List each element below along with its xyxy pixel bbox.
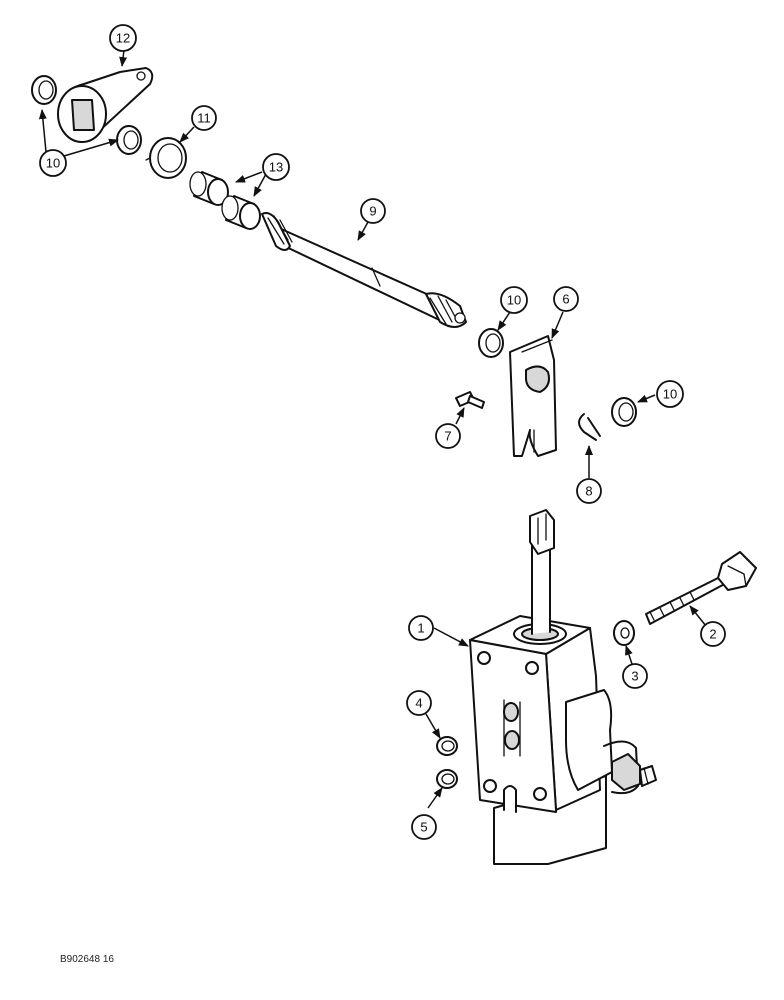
small-bolt-part: [455, 391, 485, 409]
callout-11: 11: [191, 105, 217, 131]
callout-9: 9: [360, 198, 386, 224]
svg-text:7: 7: [444, 429, 451, 444]
svg-text:10: 10: [46, 156, 60, 171]
seal-part: [145, 137, 187, 179]
svg-text:10: 10: [663, 387, 677, 402]
valve-housing-part: [469, 615, 657, 865]
callout-13: 13: [262, 153, 290, 181]
callout-3: 3: [622, 663, 648, 689]
callout-5: 5: [411, 814, 437, 840]
svg-text:9: 9: [369, 204, 376, 219]
long-bolt-part: [645, 551, 757, 625]
svg-text:8: 8: [585, 484, 592, 499]
callout-10a: 10: [39, 149, 67, 177]
figure-reference-code: B902648 16: [60, 954, 114, 965]
callout-7: 7: [435, 423, 461, 449]
bearing-part: [189, 171, 229, 206]
svg-text:3: 3: [631, 669, 638, 684]
washer-part: [613, 620, 635, 646]
svg-text:2: 2: [709, 627, 716, 642]
callout-10b: 10: [500, 286, 528, 314]
callout-10c: 10: [656, 380, 684, 408]
bearing-part: [221, 195, 261, 230]
steering-arm-part: [57, 67, 154, 143]
svg-text:5: 5: [420, 820, 427, 835]
svg-text:4: 4: [415, 696, 422, 711]
cotter-pin-part: [578, 413, 601, 441]
splined-shaft-part: [261, 212, 467, 328]
callout-6: 6: [553, 286, 579, 312]
callout-2: 2: [700, 621, 726, 647]
snap-ring-part: [31, 75, 57, 105]
snap-ring-part: [611, 397, 637, 427]
valve-spool-stem: [529, 509, 555, 635]
snap-ring-part: [116, 125, 142, 155]
o-ring-part: [436, 736, 458, 756]
svg-text:12: 12: [116, 31, 130, 46]
leader-lines: [38, 49, 707, 809]
svg-text:10: 10: [507, 293, 521, 308]
lever-plate-part: [509, 335, 557, 457]
svg-text:1: 1: [417, 621, 424, 636]
svg-text:13: 13: [269, 160, 283, 175]
callout-12: 12: [109, 24, 137, 52]
svg-text:6: 6: [562, 292, 569, 307]
callout-4: 4: [406, 690, 432, 716]
svg-text:11: 11: [197, 111, 211, 126]
snap-ring-part: [478, 328, 504, 358]
callout-1: 1: [408, 615, 434, 641]
callout-8: 8: [576, 478, 602, 504]
o-ring-part: [436, 769, 458, 789]
